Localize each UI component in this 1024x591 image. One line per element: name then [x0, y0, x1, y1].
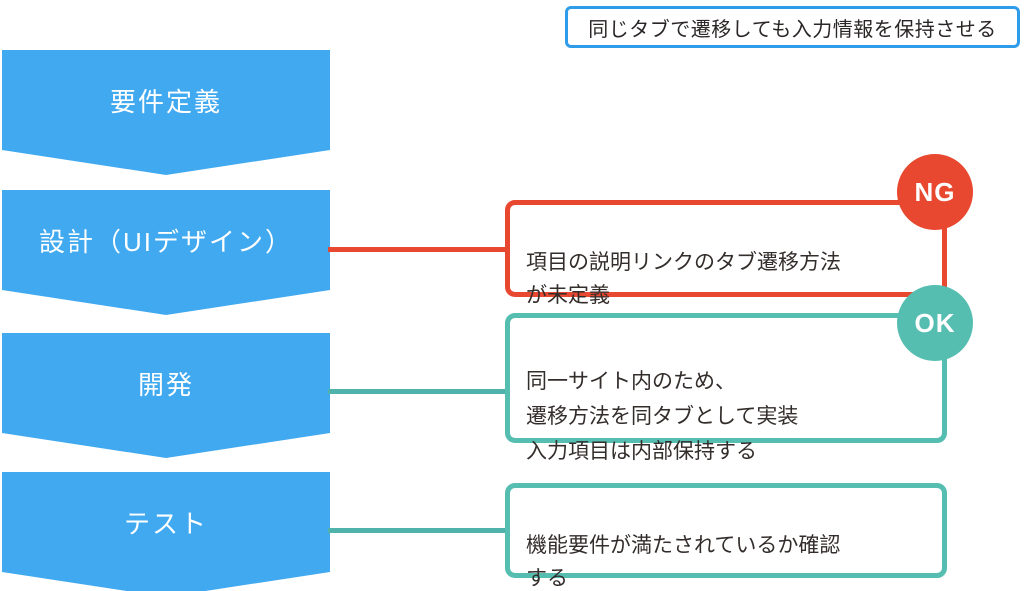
step-design: 設計（UIデザイン） — [2, 190, 330, 315]
ng-badge: NG — [897, 154, 973, 230]
step-design-label: 設計（UIデザイン） — [38, 226, 293, 257]
callout-ok-text: 同一サイト内のため、 遷移方法を同タブとして実装 入力項目は内部保持する — [526, 370, 799, 463]
ok-badge: OK — [897, 285, 973, 361]
step-requirements: 要件定義 — [2, 50, 330, 175]
callout-ng-text: 項目の説明リンクのタブ遷移方法 が未定義 — [526, 251, 841, 307]
step-development-label: 開発 — [137, 369, 194, 400]
connector-design-to-ng — [328, 247, 507, 252]
connector-development-to-ok — [328, 389, 507, 394]
step-requirements-label: 要件定義 — [109, 86, 222, 117]
callout-test: 機能要件が満たされているか確認 する — [505, 483, 947, 590]
callout-ok: 同一サイト内のため、 遷移方法を同タブとして実装 入力項目は内部保持する — [505, 313, 947, 463]
step-test-label: テスト — [123, 508, 208, 539]
note-text: 同じタブで遷移しても入力情報を保持させる — [588, 18, 997, 41]
connector-test-to-callout — [328, 528, 507, 533]
step-test: テスト — [2, 472, 330, 591]
ok-badge-label: OK — [914, 307, 956, 338]
ng-badge-label: NG — [914, 176, 956, 207]
step-development: 開発 — [2, 333, 330, 458]
note-box: 同じタブで遷移しても入力情報を保持させる — [565, 6, 1020, 48]
callout-test-text: 機能要件が満たされているか確認 する — [526, 534, 841, 590]
callout-ng: 項目の説明リンクのタブ遷移方法 が未定義 — [505, 200, 947, 307]
